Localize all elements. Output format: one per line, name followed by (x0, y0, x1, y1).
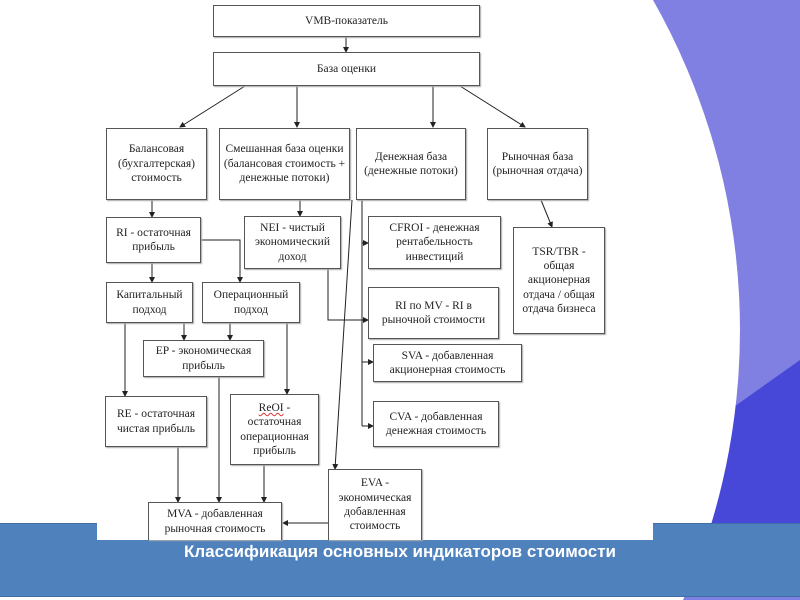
box-cva-label: CVA - добавленная денежная стоимость (385, 410, 487, 437)
box-cva: CVA - добавленная денежная стоимость (373, 401, 499, 447)
box-re-label: RE - остаточная чистая прибыль (116, 408, 196, 435)
box-mixed-label: Смешанная база оценки (балансовая стоимо… (223, 143, 346, 185)
box-vmb: VMB-показатель (213, 5, 480, 37)
box-market: Рыночная база (рыночная отдача) (487, 128, 588, 200)
box-cash-label: Денежная база (денежные потоки) (364, 150, 458, 177)
box-ri-mv: RI по MV - RI в рыночной стоимости (368, 287, 499, 339)
reoi-abbr: ReOI (258, 401, 284, 414)
box-cfroi: CFROI - денежная рентабельность инвестиц… (368, 216, 501, 269)
box-cfroi-label: CFROI - денежная рентабельность инвестиц… (389, 221, 480, 263)
box-ri: RI - остаточная прибыль (106, 217, 201, 263)
box-capital-label: Капитальный подход (116, 289, 183, 316)
box-ep: EP - экономическая прибыль (143, 340, 264, 377)
box-tsr: TSR/TBR - общая акционерная отдача / общ… (513, 227, 605, 334)
reoi-rest: - остаточная операционная прибыль (240, 401, 309, 457)
box-ri-mv-label: RI по MV - RI в рыночной стоимости (381, 299, 486, 326)
box-ep-label: EP - экономическая прибыль (155, 345, 252, 372)
box-ri-label: RI - остаточная прибыль (116, 226, 191, 253)
box-vmb-label: VMB-показатель (305, 14, 388, 27)
box-balance: Балансовая (бухгалтерская) стоимость (106, 128, 207, 200)
box-reoi: ReOI - остаточная операционная прибыль (230, 394, 319, 465)
box-reoi-label: ReOI - остаточная операционная прибыль (233, 401, 316, 459)
box-market-label: Рыночная база (рыночная отдача) (492, 150, 583, 177)
box-mva: MVA - добавленная рыночная стоимость (148, 502, 282, 540)
value-indicators-diagram: VMB-показатель База оценки Балансовая (б… (97, 0, 653, 540)
box-nei-label: NEI - чистый экономический доход (255, 221, 330, 263)
box-base-label: База оценки (316, 62, 377, 75)
box-capital: Капитальный подход (106, 282, 193, 323)
box-base: База оценки (213, 52, 480, 86)
box-re: RE - остаточная чистая прибыль (105, 396, 207, 447)
box-nei: NEI - чистый экономический доход (244, 216, 341, 269)
box-cash: Денежная база (денежные потоки) (356, 128, 466, 200)
box-mva-label: MVA - добавленная рыночная стоимость (164, 508, 266, 535)
box-eva-label: EVA - экономическая добавленная стоимост… (338, 477, 412, 533)
box-operational-label: Операционный подход (213, 289, 289, 316)
box-operational: Операционный подход (202, 282, 300, 323)
box-balance-label: Балансовая (бухгалтерская) стоимость (117, 143, 196, 185)
box-sva: SVA - добавленная акционерная стоимость (373, 344, 522, 382)
connector-lines (122, 37, 553, 526)
slide-title: Классификация основных индикаторов стоим… (184, 542, 616, 561)
box-tsr-label: TSR/TBR - общая акционерная отдача / общ… (522, 245, 596, 316)
box-eva: EVA - экономическая добавленная стоимост… (328, 469, 422, 540)
box-mixed: Смешанная база оценки (балансовая стоимо… (219, 128, 350, 200)
box-sva-label: SVA - добавленная акционерная стоимость (389, 349, 506, 376)
